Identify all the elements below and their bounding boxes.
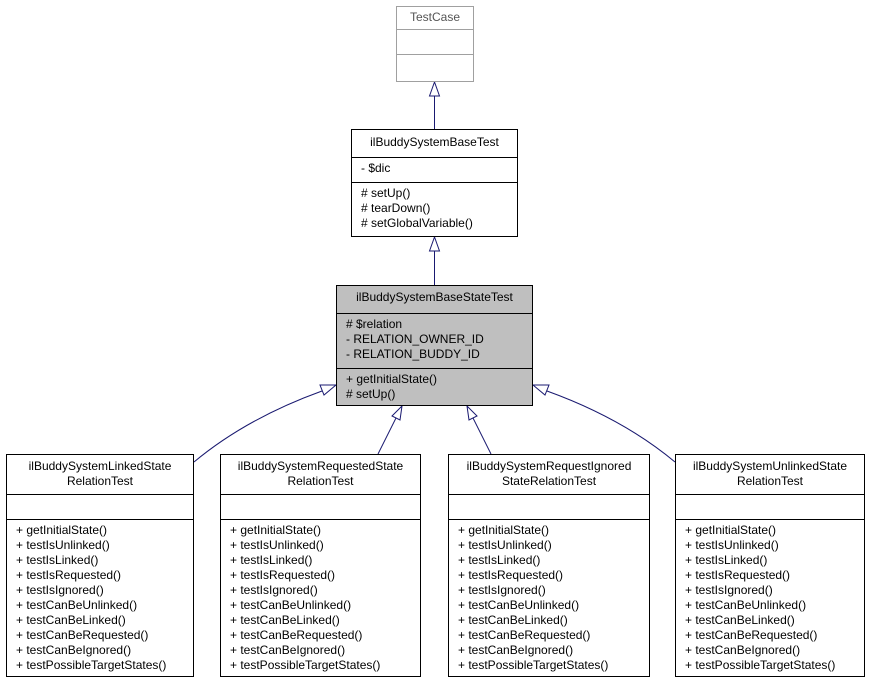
attribute-line: - RELATION_BUDDY_ID [346, 347, 480, 361]
class-linked-methods: + getInitialState() + testIsUnlinked() +… [7, 519, 193, 676]
method-line: + testIsUnlinked() [16, 538, 110, 552]
edge-unlinked-to-state [546, 390, 676, 463]
method-line: + testPossibleTargetStates() [230, 658, 381, 672]
class-requested-state-relation-test[interactable]: ilBuddySystemRequestedState RelationTest… [220, 454, 421, 677]
method-line: + testCanBeRequested() [685, 628, 818, 642]
class-linked-name-line-1: ilBuddySystemLinkedState [28, 459, 172, 473]
edge-requested-to-state [377, 417, 397, 455]
class-linked-name-line-2: RelationTest [66, 474, 134, 488]
class-ignored-name-line-2: StateRelationTest [501, 474, 597, 488]
method-line: + testCanBeUnlinked() [230, 598, 352, 612]
method-line: + testCanBeRequested() [458, 628, 591, 642]
class-testcase-attributes [397, 29, 473, 54]
class-testcase-methods [397, 54, 473, 81]
edge-ignored-to-state [472, 417, 492, 455]
edge-ignored-to-state-arrowhead [466, 404, 478, 421]
method-line: + testIsUnlinked() [230, 538, 324, 552]
method-line: + testIsIgnored() [685, 583, 773, 597]
class-unlinked-name-line-1: ilBuddySystemUnlinkedState [692, 459, 848, 473]
method-line: + testIsIgnored() [16, 583, 104, 597]
class-base-test[interactable]: ilBuddySystemBaseTest - $dic # setUp() #… [351, 129, 518, 237]
class-requested-name: ilBuddySystemRequestedState RelationTest [221, 455, 420, 494]
method-line: + testIsRequested() [458, 568, 564, 582]
class-ignored-methods: + getInitialState() + testIsUnlinked() +… [449, 519, 649, 676]
method-line: + getInitialState() [230, 523, 322, 537]
method-line: + testIsUnlinked() [685, 538, 779, 552]
class-testcase[interactable]: TestCase [396, 6, 474, 82]
method-line: + getInitialState() [685, 523, 777, 537]
method-line: + getInitialState() [346, 372, 438, 386]
method-line: + testCanBeIgnored() [230, 643, 346, 657]
method-line: + testIsRequested() [685, 568, 791, 582]
method-line: + testCanBeUnlinked() [685, 598, 807, 612]
method-line: + testPossibleTargetStates() [685, 658, 836, 672]
class-unlinked-name: ilBuddySystemUnlinkedState RelationTest [676, 455, 864, 494]
class-base-test-methods: # setUp() # tearDown() # setGlobalVariab… [352, 182, 517, 234]
method-line: + testIsRequested() [16, 568, 122, 582]
method-line: + testCanBeRequested() [16, 628, 149, 642]
attribute-line: - $dic [361, 161, 391, 175]
class-linked-state-relation-test[interactable]: ilBuddySystemLinkedState RelationTest + … [6, 454, 194, 677]
class-ignored-name: ilBuddySystemRequestIgnored StateRelatio… [449, 455, 649, 494]
edge-linked-to-state-arrowhead [319, 384, 338, 396]
edge-unlinked-to-state-arrowhead [531, 384, 550, 396]
method-line: + testCanBeLinked() [458, 613, 568, 627]
class-base-test-attributes: - $dic [352, 157, 517, 182]
class-base-test-name: ilBuddySystemBaseTest [370, 135, 499, 149]
method-line: + testCanBeUnlinked() [16, 598, 138, 612]
method-line: + testCanBeLinked() [685, 613, 795, 627]
class-base-state-test-attributes: # $relation - RELATION_OWNER_ID - RELATI… [337, 313, 532, 368]
class-unlinked-attributes [676, 494, 864, 519]
class-ignored-name-line-1: ilBuddySystemRequestIgnored [466, 459, 632, 473]
method-line: + testCanBeIgnored() [16, 643, 132, 657]
edge-requested-to-state-arrowhead [391, 404, 403, 421]
method-line: + testCanBeLinked() [230, 613, 340, 627]
method-line: + testCanBeUnlinked() [458, 598, 580, 612]
class-requested-attributes [221, 494, 420, 519]
class-ignored-attributes [449, 494, 649, 519]
method-line: + testIsIgnored() [458, 583, 546, 597]
attribute-line: - RELATION_OWNER_ID [346, 332, 484, 346]
method-line: # setUp() [361, 186, 411, 200]
method-line: + testIsLinked() [230, 553, 313, 567]
class-requested-methods: + getInitialState() + testIsUnlinked() +… [221, 519, 420, 676]
method-line: + getInitialState() [458, 523, 550, 537]
class-requested-name-line-1: ilBuddySystemRequestedState [237, 459, 404, 473]
class-testcase-name: TestCase [409, 10, 461, 24]
method-line: + testCanBeIgnored() [685, 643, 801, 657]
class-unlinked-state-relation-test[interactable]: ilBuddySystemUnlinkedState RelationTest … [675, 454, 865, 677]
class-base-state-test-methods: + getInitialState() # setUp() [337, 368, 532, 405]
class-requested-name-line-2: RelationTest [287, 474, 354, 488]
method-line: + getInitialState() [16, 523, 108, 537]
method-line: + testIsLinked() [458, 553, 541, 567]
method-line: # setGlobalVariable() [361, 216, 473, 230]
method-line: # setUp() [346, 387, 396, 401]
method-line: + testIsIgnored() [230, 583, 318, 597]
method-line: + testIsRequested() [230, 568, 336, 582]
method-line: + testPossibleTargetStates() [16, 658, 167, 672]
class-request-ignored-state-relation-test[interactable]: ilBuddySystemRequestIgnored StateRelatio… [448, 454, 650, 677]
class-unlinked-methods: + getInitialState() + testIsUnlinked() +… [676, 519, 864, 676]
method-line: + testIsLinked() [685, 553, 768, 567]
class-base-state-test-name: ilBuddySystemBaseStateTest [356, 290, 513, 304]
method-line: + testIsUnlinked() [458, 538, 552, 552]
attribute-line: # $relation [346, 317, 403, 331]
method-line: + testCanBeIgnored() [458, 643, 574, 657]
edge-linked-to-state [193, 390, 323, 463]
method-line: # tearDown() [361, 201, 431, 215]
class-linked-name: ilBuddySystemLinkedState RelationTest [7, 455, 193, 494]
class-linked-attributes [7, 494, 193, 519]
edge-state-to-base-arrowhead [428, 235, 441, 252]
method-line: + testCanBeRequested() [230, 628, 363, 642]
class-base-state-test[interactable]: ilBuddySystemBaseStateTest # $relation -… [336, 285, 533, 406]
class-unlinked-name-line-2: RelationTest [736, 474, 804, 488]
method-line: + testCanBeLinked() [16, 613, 126, 627]
edge-base-to-testcase-arrowhead [428, 80, 441, 97]
method-line: + testPossibleTargetStates() [458, 658, 609, 672]
method-line: + testIsLinked() [16, 553, 99, 567]
